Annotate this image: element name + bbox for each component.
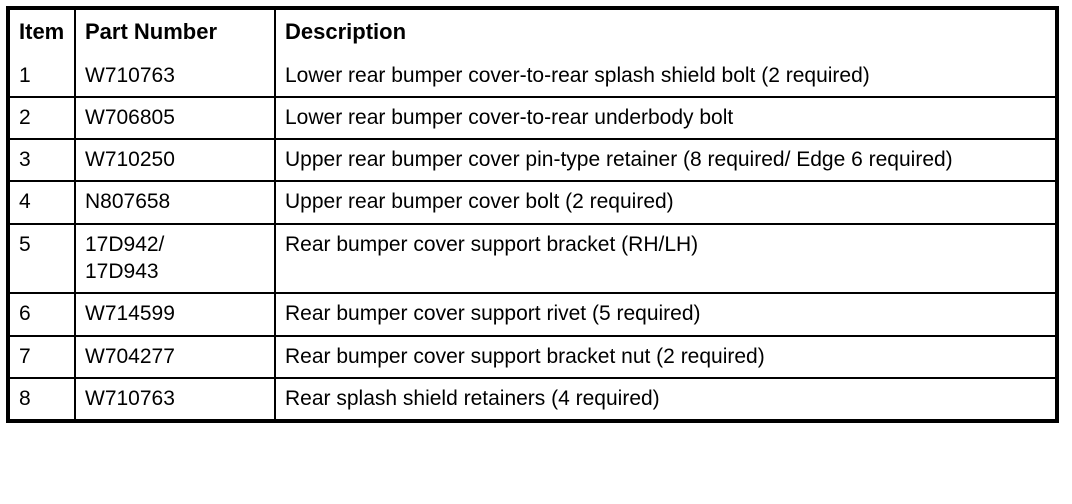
table-header-row: Item Part Number Description [10, 10, 1055, 56]
table-row: 7 W704277 Rear bumper cover support brac… [10, 334, 1055, 379]
cell-part-number: W714599 [74, 292, 276, 337]
table-header: Item Part Number Description [10, 10, 1055, 56]
part-number-line: W710763 [85, 63, 175, 87]
part-number-line: W710763 [85, 386, 175, 410]
cell-item: 7 [10, 334, 76, 379]
part-number-line: 17D942/ [85, 232, 165, 256]
parts-table-container: Item Part Number Description 1 W710763 L… [6, 6, 1059, 424]
column-header-description: Description [274, 10, 1055, 56]
cell-part-number: N807658 [74, 180, 276, 225]
part-number-line: N807658 [85, 190, 171, 214]
cell-part-number: W710250 [74, 138, 276, 183]
part-number-line: W714599 [85, 302, 175, 326]
cell-description: Upper rear bumper cover pin-type retaine… [274, 138, 1055, 183]
part-number-line-2: 17D943 [85, 260, 159, 284]
part-number-line: W704277 [85, 344, 175, 368]
table-row: 6 W714599 Rear bumper cover support rive… [10, 292, 1055, 337]
cell-item: 1 [10, 55, 76, 98]
cell-item: 2 [10, 95, 76, 141]
table-row: 4 N807658 Upper rear bumper cover bolt (… [10, 180, 1055, 225]
column-header-part-number: Part Number [74, 10, 276, 56]
cell-description: Rear bumper cover support rivet (5 requi… [274, 292, 1055, 337]
cell-part-number: 17D942/ 17D943 [74, 222, 276, 295]
table-row: 3 W710250 Upper rear bumper cover pin-ty… [10, 138, 1055, 183]
cell-description: Upper rear bumper cover bolt (2 required… [274, 180, 1055, 225]
parts-table: Item Part Number Description 1 W710763 L… [10, 10, 1055, 420]
part-number-line: W706805 [85, 105, 175, 129]
cell-item: 5 [10, 222, 76, 295]
cell-part-number: W706805 [74, 95, 276, 141]
table-row: 1 W710763 Lower rear bumper cover-to-rea… [10, 55, 1055, 98]
cell-item: 6 [10, 292, 76, 337]
cell-part-number: W710763 [74, 376, 276, 420]
cell-item: 8 [10, 376, 76, 420]
table-row: 8 W710763 Rear splash shield retainers (… [10, 376, 1055, 420]
part-number-line: W710250 [85, 148, 175, 172]
cell-description: Lower rear bumper cover-to-rear splash s… [274, 55, 1055, 98]
cell-part-number: W704277 [74, 334, 276, 379]
column-header-item: Item [10, 10, 76, 56]
cell-item: 4 [10, 180, 76, 225]
cell-item: 3 [10, 138, 76, 183]
table-row: 5 17D942/ 17D943 Rear bumper cover suppo… [10, 222, 1055, 295]
cell-part-number: W710763 [74, 55, 276, 98]
cell-description: Rear bumper cover support bracket nut (2… [274, 334, 1055, 379]
table-body: 1 W710763 Lower rear bumper cover-to-rea… [10, 55, 1055, 420]
table-row: 2 W706805 Lower rear bumper cover-to-rea… [10, 95, 1055, 141]
cell-description: Lower rear bumper cover-to-rear underbod… [274, 95, 1055, 141]
cell-description: Rear splash shield retainers (4 required… [274, 376, 1055, 420]
cell-description: Rear bumper cover support bracket (RH/LH… [274, 222, 1055, 295]
